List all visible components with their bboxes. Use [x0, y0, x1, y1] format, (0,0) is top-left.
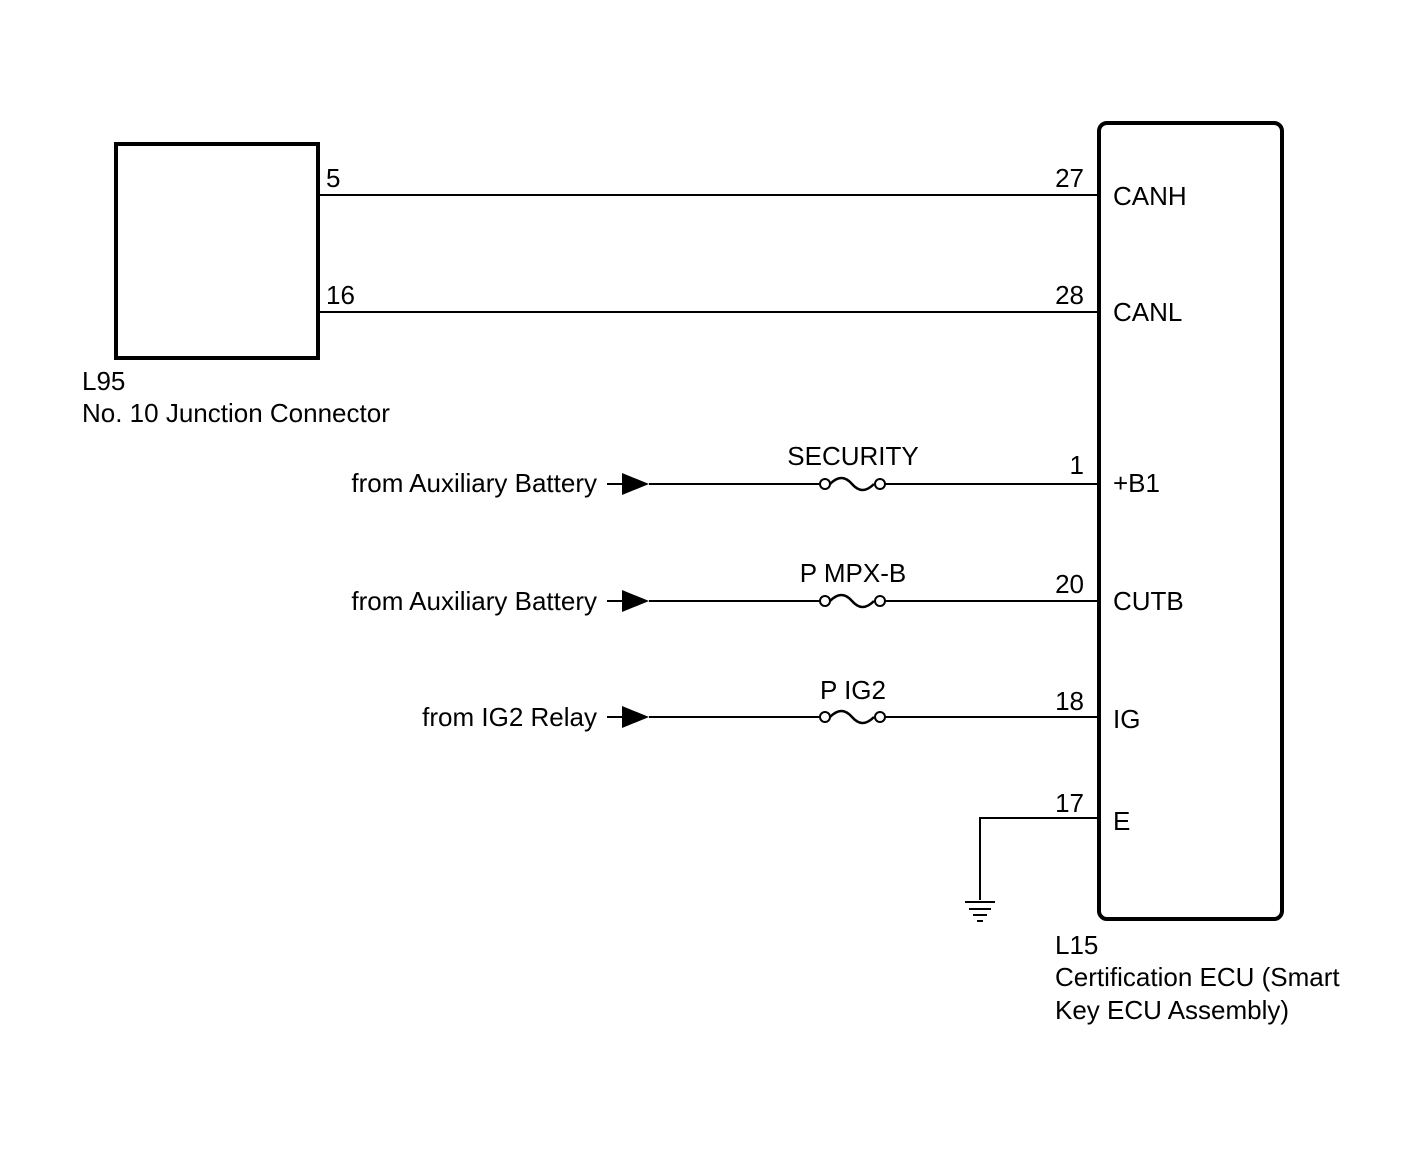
ecu-pin-canh: 27: [1055, 163, 1084, 193]
fuse-label-cutb: P MPX-B: [800, 558, 906, 588]
ecu-code: L15: [1055, 930, 1098, 960]
junction-connector-box: [114, 142, 320, 360]
ecu-name-line2: Key ECU Assembly): [1055, 995, 1289, 1025]
arrow-icon: [622, 473, 649, 495]
source-label-ig: from IG2 Relay: [422, 702, 597, 732]
fuse-label-b1: SECURITY: [787, 441, 918, 471]
source-label-b1: from Auxiliary Battery: [351, 468, 597, 498]
signal-cutb: CUTB: [1113, 586, 1184, 616]
signal-canh: CANH: [1113, 181, 1187, 211]
junction-connector-code: L95: [82, 366, 125, 396]
fuse-label-ig: P IG2: [820, 675, 886, 705]
jc-pin-canl: 16: [326, 280, 355, 310]
signal-canl: CANL: [1113, 297, 1182, 327]
ecu-pin-ig: 18: [1055, 686, 1084, 716]
junction-connector-name: No. 10 Junction Connector: [82, 398, 390, 428]
ecu-pin-e: 17: [1055, 788, 1084, 818]
ground-wire: [979, 817, 1099, 900]
signal-ig: IG: [1113, 704, 1140, 734]
power-line-cutb: from Auxiliary Battery P MPX-B 20 CUTB: [351, 558, 1183, 616]
signal-e: E: [1113, 806, 1130, 836]
ecu-box: [1097, 121, 1284, 921]
signal-b1: +B1: [1113, 468, 1160, 498]
source-label-cutb: from Auxiliary Battery: [351, 586, 597, 616]
ecu-pin-canl: 28: [1055, 280, 1084, 310]
ecu-pin-b1: 1: [1070, 450, 1084, 480]
fuse-icon: [819, 593, 886, 609]
fuse-icon: [819, 709, 886, 725]
arrow-icon: [622, 590, 649, 612]
jc-pin-canh: 5: [326, 163, 340, 193]
ground-icon: [965, 901, 995, 922]
power-line-b1: from Auxiliary Battery SECURITY 1 +B1: [351, 441, 1160, 498]
power-line-ig: from IG2 Relay P IG2 18 IG: [422, 675, 1140, 734]
ecu-name-line1: Certification ECU (Smart: [1055, 962, 1340, 992]
arrow-icon: [622, 706, 649, 728]
fuse-icon: [819, 476, 886, 492]
ecu-pin-cutb: 20: [1055, 569, 1084, 599]
ground-line: 17 E: [965, 788, 1130, 922]
